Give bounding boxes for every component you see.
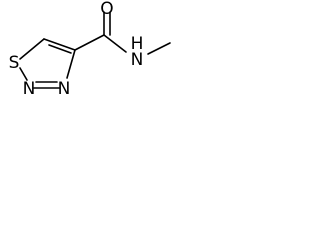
bond-carbonyl-amide-n [103, 34, 127, 53]
ring-nitrogen-1-label: N [23, 79, 36, 99]
ring-nitrogen-2-label: N [58, 79, 71, 99]
bond-n2-s [19, 67, 28, 81]
chemical-structure-diagram: S N N O N H [9, 0, 171, 99]
bond-c5-c4 [43, 38, 76, 51]
atom-labels: S N N O N H [9, 0, 144, 99]
bond-c5-c4-second [48, 44, 72, 54]
bond-amide-n-methyl [147, 42, 171, 55]
amide-nitrogen-label: N [131, 50, 144, 70]
sulfur-atom-label: S [9, 53, 20, 73]
bond-s-c5 [19, 38, 45, 60]
bonds [19, 11, 171, 89]
bond-c4-carbonyl [74, 34, 105, 51]
oxygen-atom-label: O [100, 0, 113, 19]
bond-c4-n3 [66, 49, 76, 79]
amide-hydrogen-label: H [131, 34, 144, 54]
